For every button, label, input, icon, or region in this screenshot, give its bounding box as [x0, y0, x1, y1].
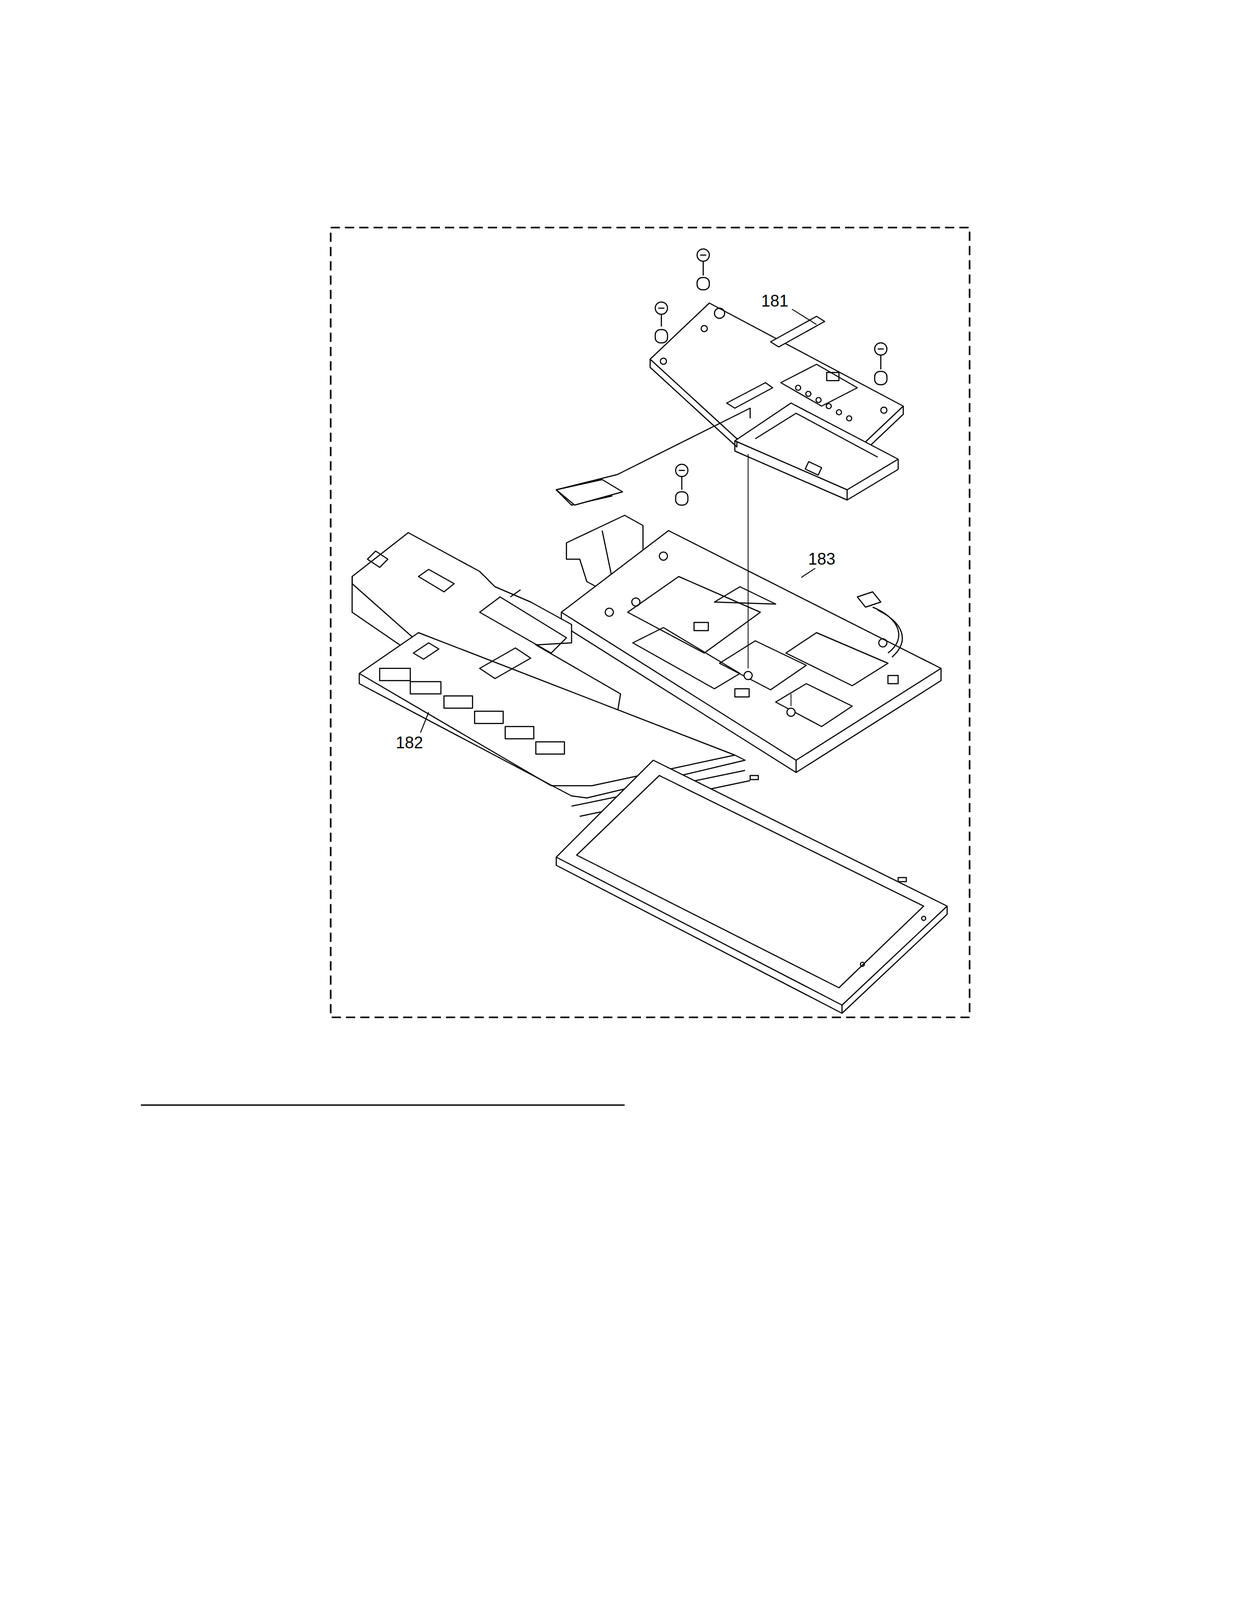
leader-line [801, 567, 817, 578]
rule-line [141, 1104, 626, 1106]
alignment-line [747, 454, 749, 669]
callout-number: 183 [806, 550, 838, 569]
bezel [556, 760, 948, 1014]
pcb-181 [650, 303, 904, 500]
screws [655, 249, 888, 506]
callout-number: 182 [394, 733, 426, 753]
leader-line [420, 712, 429, 734]
alignment-line [790, 694, 792, 707]
callout-number: 181 [759, 292, 791, 311]
dashed-frame [330, 227, 970, 1018]
leader-line [792, 309, 817, 325]
